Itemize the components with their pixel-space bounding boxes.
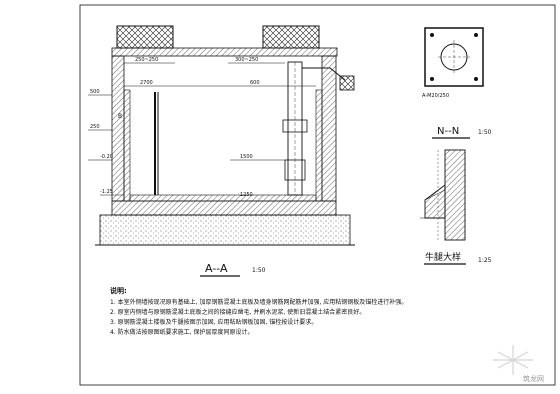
- note-item: 2. 原室内侧墙与原钢筋混凝土底板之间的接缝应凿毛, 并刷水泥浆, 使新旧混凝土…: [110, 309, 366, 316]
- corbel: [424, 184, 446, 219]
- right-wall: [321, 55, 337, 202]
- small-dim-250: 250: [90, 124, 100, 130]
- grate-right: [262, 25, 320, 49]
- dim-top-right: 300~250: [235, 57, 258, 63]
- elevation-2: -0.20: [100, 154, 113, 160]
- detail-title: 牛腿大样: [425, 251, 461, 263]
- anchor-plate: [424, 27, 484, 87]
- sheet-border: [79, 4, 556, 386]
- note-item: 4. 防水做法按原图纸要求施工, 保护层厚度同原设计。: [110, 329, 254, 336]
- bracket-detail-drawing: 牛腿大样 1:25: [420, 149, 492, 265]
- dim-1250: 1250: [240, 192, 253, 198]
- watermark-logo-icon: [493, 345, 533, 375]
- detail-wall: [444, 149, 466, 241]
- dim-600: 600: [250, 80, 260, 86]
- side-dim-500: 500: [90, 89, 100, 95]
- section-nn-scale: 1:50: [478, 129, 492, 136]
- notes-block: 说明: 1. 本室外侧墙按现况原有基础上, 加厚钢筋混凝土底板及墙身钢筋网配筋并…: [110, 286, 440, 338]
- notes-header: 说明:: [110, 287, 127, 295]
- note-item: 3. 原钢筋混凝土楼板及牛腿按图示加固, 应用粘贴钢板加固, 锚栓按设计要求。: [110, 319, 318, 326]
- dim-1500: 1500: [240, 154, 253, 160]
- base-slab: [111, 200, 337, 216]
- b-label: B: [118, 113, 122, 120]
- left-wall: [111, 55, 125, 202]
- dim-2700: 2700: [140, 80, 153, 86]
- plate-label: A-M20/250: [422, 93, 449, 99]
- note-item: 1. 本室外侧墙按现况原有基础上, 加厚钢筋混凝土底板及墙身钢筋网配筋并加强, …: [110, 299, 408, 306]
- gravel-base: [99, 214, 351, 246]
- elevation-1: -1.25: [100, 189, 113, 195]
- section-aa-title: A--A: [205, 262, 228, 275]
- grate-left: [116, 25, 174, 49]
- section-nn-drawing: A-M20/250 N--N 1:50: [422, 27, 492, 139]
- section-aa-scale: 1:50: [252, 267, 266, 274]
- section-nn-title: N--N: [437, 126, 459, 137]
- dim-top-left: 250~250: [135, 57, 158, 63]
- section-aa-drawing: 250~250 300~250 2700 600 1500 1250 500 2…: [88, 25, 355, 277]
- detail-scale: 1:25: [478, 257, 492, 264]
- watermark-text: 筑龙网: [523, 375, 544, 383]
- roof-slab: [111, 47, 338, 57]
